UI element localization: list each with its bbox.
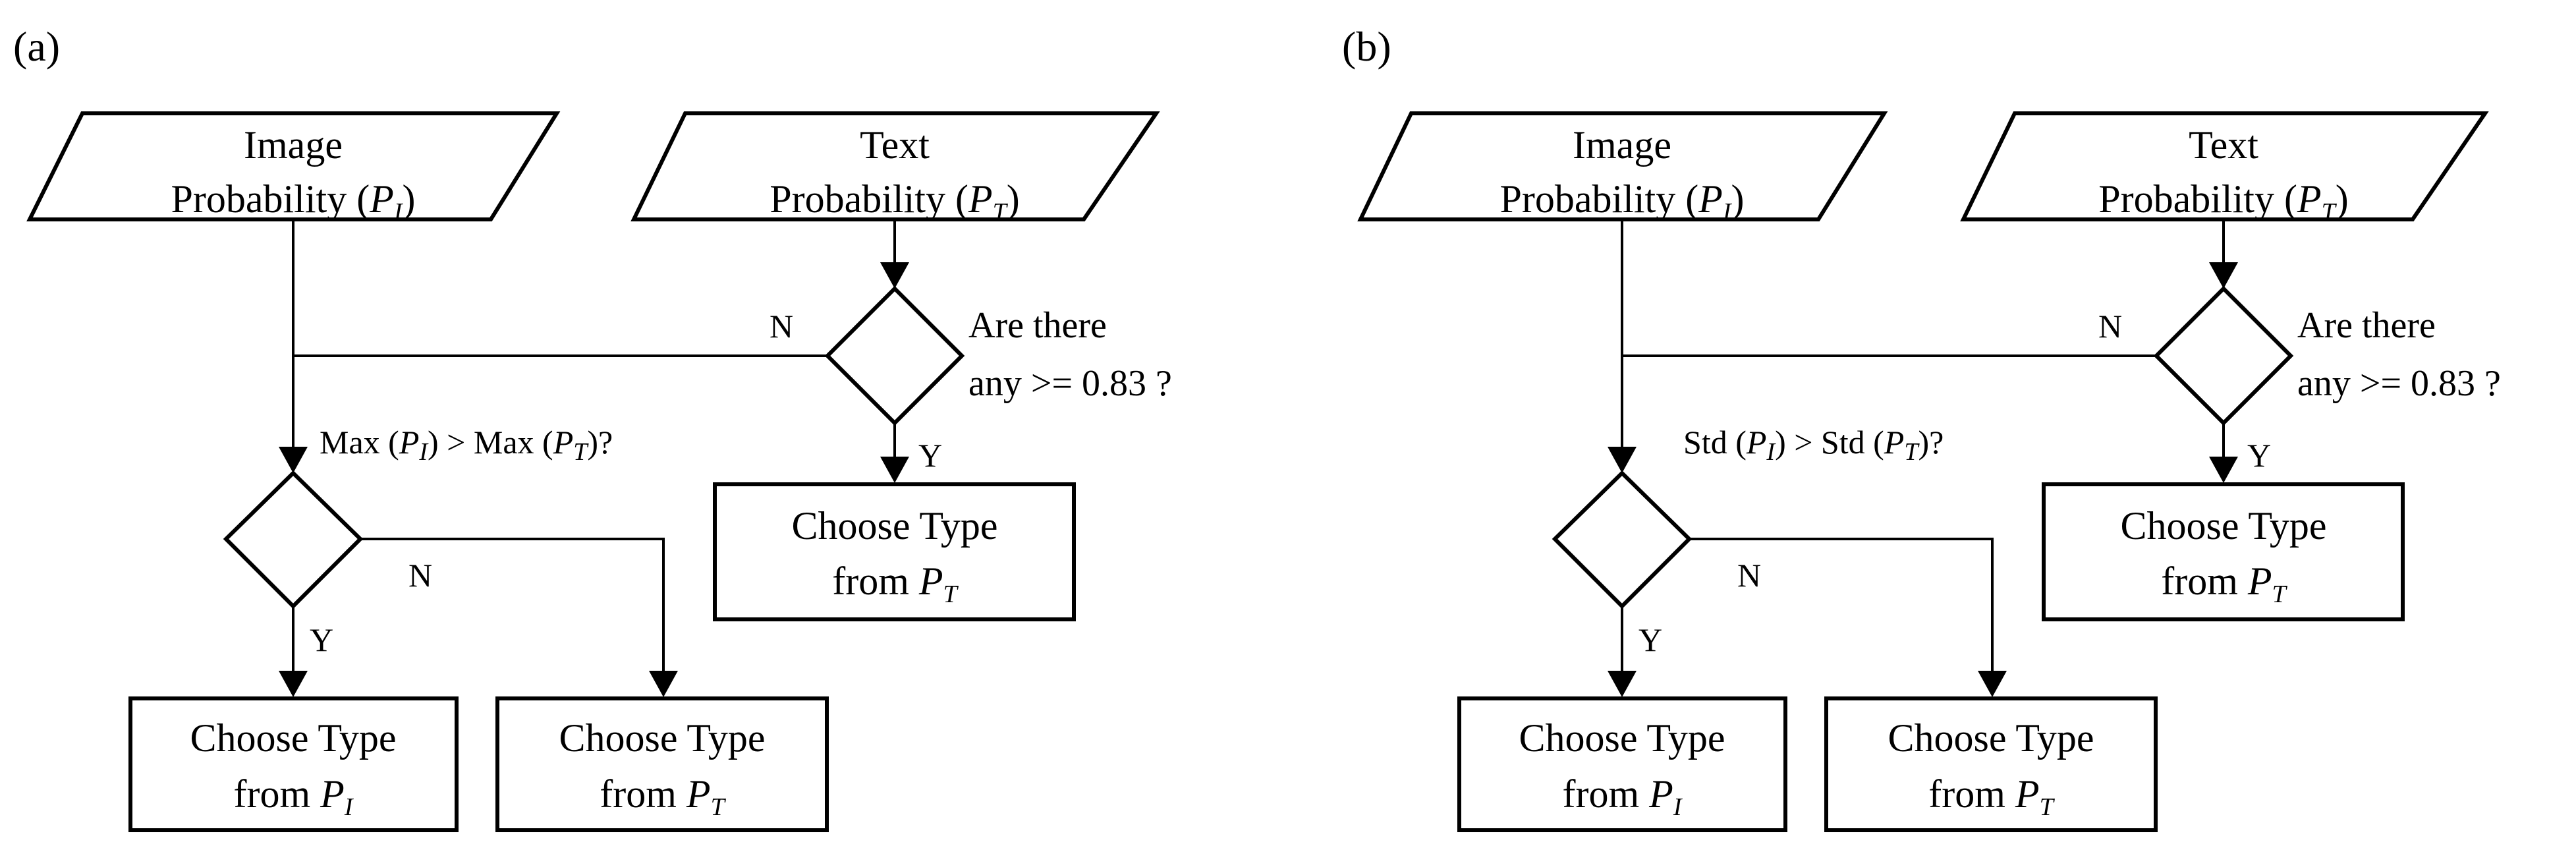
arrowhead xyxy=(2209,457,2238,483)
compare-question: Std (PI) > Std (PT)? xyxy=(1683,424,1944,466)
process-box xyxy=(2042,482,2405,621)
decision-question-line2: any >= 0.83 ? xyxy=(2297,363,2501,404)
compare-question: Max (PI) > Max (PT)? xyxy=(320,424,613,466)
box-line1: Choose Type xyxy=(1888,716,2094,760)
text-probability-input: Text Probability (PT) xyxy=(630,111,1160,226)
decision-question-line2: any >= 0.83 ? xyxy=(968,363,1172,404)
choose-type-box-text: Choose Type from PT xyxy=(2042,482,2405,621)
no-label: N xyxy=(770,308,793,345)
choose-type-box-text-lower: Choose Type from PT xyxy=(495,696,829,832)
input-parallelogram xyxy=(1357,111,1888,221)
arrowhead xyxy=(1978,671,2007,697)
box-line2: from PT xyxy=(600,772,726,821)
input-title: Text xyxy=(860,123,930,167)
choose-type-box-text: Choose Type from PT xyxy=(713,482,1076,621)
input-title: Image xyxy=(244,123,343,167)
process-box xyxy=(1824,696,2158,832)
choose-type-box-image: Choose Type from PI xyxy=(1457,696,1787,832)
input-subtitle: Probability (PT) xyxy=(770,177,1019,226)
arrowhead xyxy=(279,671,308,697)
box-line2: from PI xyxy=(234,772,354,821)
threshold-decision: Are there any >= 0.83 ? N Y xyxy=(770,285,1172,474)
yes-label: Y xyxy=(2247,437,2271,474)
input-parallelogram xyxy=(1960,111,2489,221)
text-probability-input: Text Probability (PT) xyxy=(1960,111,2489,226)
box-line2: from PT xyxy=(832,559,959,608)
process-box xyxy=(1457,696,1787,832)
panel-label: (a) xyxy=(13,23,60,70)
no-label: N xyxy=(1737,557,1761,594)
image-probability-input: Image Probability (PI) xyxy=(1357,111,1888,226)
panel-a: (a) Image Probability (PI) Text Probabil… xyxy=(13,23,1172,832)
input-title: Image xyxy=(1573,123,1671,167)
decision-question-line1: Are there xyxy=(2297,305,2436,346)
arrowhead xyxy=(279,447,308,473)
threshold-decision: Are there any >= 0.83 ? N Y xyxy=(2098,285,2501,474)
input-parallelogram xyxy=(26,111,561,221)
box-line1: Choose Type xyxy=(791,504,997,548)
arrowhead xyxy=(880,457,909,483)
box-line1: Choose Type xyxy=(559,716,765,760)
input-subtitle: Probability (PI) xyxy=(171,177,416,226)
process-box xyxy=(495,696,829,832)
process-box xyxy=(713,482,1076,621)
arrowhead xyxy=(880,262,909,289)
box-line1: Choose Type xyxy=(190,716,396,760)
yes-label: Y xyxy=(310,621,333,658)
decision-diamond xyxy=(1552,470,1693,609)
decision-diamond xyxy=(2153,285,2294,426)
connector-line xyxy=(360,538,665,672)
panel-label: (b) xyxy=(1342,23,1391,70)
no-label: N xyxy=(408,557,432,594)
box-line1: Choose Type xyxy=(1519,716,1725,760)
box-line1: Choose Type xyxy=(2120,504,2326,548)
decision-diamond xyxy=(824,285,965,426)
connector-line xyxy=(1689,538,1994,672)
panel-b: (b) Image Probability (PI) Text Probabil… xyxy=(1342,23,2501,832)
decision-question-line1: Are there xyxy=(968,305,1107,346)
box-line2: from PI xyxy=(1563,772,1683,821)
arrowhead xyxy=(2209,262,2238,289)
arrowhead xyxy=(649,671,678,697)
arrowhead xyxy=(1608,671,1637,697)
yes-label: Y xyxy=(1638,621,1662,658)
compare-decision: Max (PI) > Max (PT)? N Y xyxy=(223,424,613,658)
connectors xyxy=(279,219,909,697)
choose-type-box-image: Choose Type from PI xyxy=(128,696,459,832)
yes-label: Y xyxy=(918,437,942,474)
process-box xyxy=(128,696,459,832)
input-parallelogram xyxy=(630,111,1160,221)
no-label: N xyxy=(2098,308,2122,345)
decision-diamond xyxy=(223,470,364,609)
box-line2: from PT xyxy=(2161,559,2287,608)
image-probability-input: Image Probability (PI) xyxy=(26,111,561,226)
input-subtitle: Probability (PT) xyxy=(2098,177,2348,226)
arrowhead xyxy=(1608,447,1637,473)
input-title: Text xyxy=(2189,123,2258,167)
connectors xyxy=(1608,219,2238,697)
input-subtitle: Probability (PI) xyxy=(1500,177,1745,226)
compare-decision: Std (PI) > Std (PT)? N Y xyxy=(1552,424,1944,658)
box-line2: from PT xyxy=(1928,772,2055,821)
choose-type-box-text-lower: Choose Type from PT xyxy=(1824,696,2158,832)
